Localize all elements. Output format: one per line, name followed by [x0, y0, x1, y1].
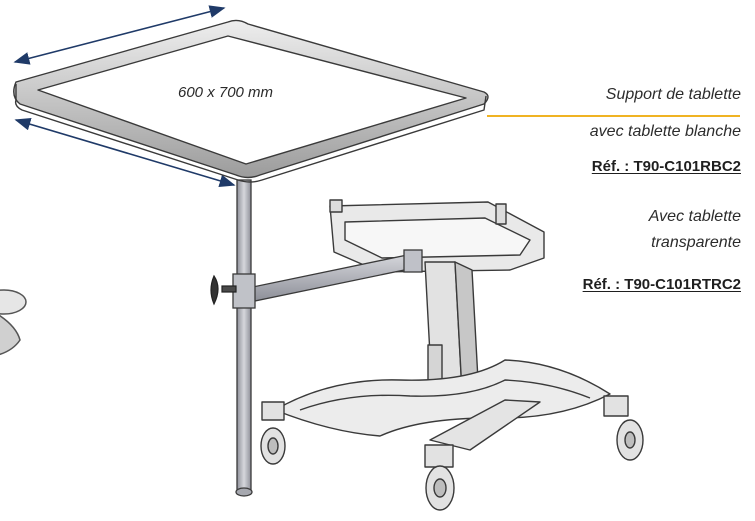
product-reference[interactable]: Réf. : T90-C101RTRC2	[582, 276, 741, 293]
caption-line: avec tablette blanche	[589, 123, 741, 140]
caption-line: Avec tablette	[648, 208, 741, 225]
support-arm	[247, 249, 423, 303]
knob-icon	[210, 274, 237, 306]
support-pole	[232, 179, 256, 497]
dimension-label: 600 x 700 mm	[178, 84, 274, 101]
caption-line: transparente	[651, 234, 741, 251]
caster-rear-right	[603, 395, 644, 461]
width-arrow	[14, 117, 236, 188]
depth-arrow	[13, 5, 226, 65]
tray	[13, 19, 489, 183]
caster-front-mid	[424, 444, 455, 511]
caster-front-left	[260, 401, 286, 465]
accent-line	[487, 115, 740, 117]
partial-cart-left	[0, 289, 27, 356]
caption-line: Support de tablette	[605, 86, 741, 103]
product-reference[interactable]: Réf. : T90-C101RBC2	[591, 158, 741, 175]
dimension-arrows	[13, 5, 236, 188]
base-cart	[260, 199, 644, 511]
